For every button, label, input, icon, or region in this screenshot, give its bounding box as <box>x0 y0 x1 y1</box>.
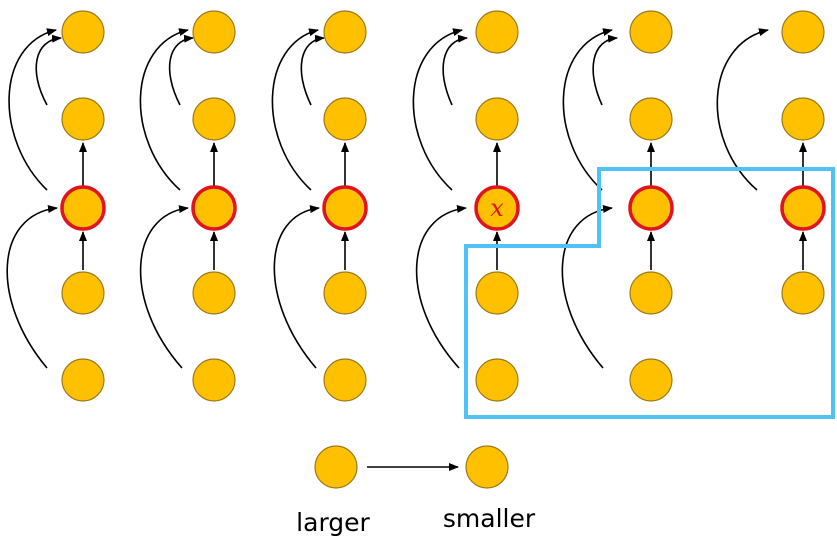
node <box>629 10 673 54</box>
curved-arrow <box>6 205 58 369</box>
curved-arrow <box>561 205 613 369</box>
curved-arrow <box>35 34 62 106</box>
curved-arrow <box>139 28 189 191</box>
curved-arrow <box>273 205 320 369</box>
curved-arrow <box>271 28 319 191</box>
marked-node-label: x <box>490 194 504 222</box>
highlighted-node <box>60 185 106 231</box>
node <box>629 271 673 315</box>
node <box>323 271 367 315</box>
node <box>61 271 105 315</box>
node <box>781 10 825 54</box>
node <box>781 97 825 141</box>
highlighted-node <box>628 185 674 231</box>
curved-arrow <box>415 205 467 369</box>
legend-caption-smaller: smaller <box>443 504 536 533</box>
legend-node-smaller <box>465 445 509 489</box>
curved-arrow <box>442 34 468 106</box>
node <box>475 97 519 141</box>
highlighted-node <box>191 185 237 231</box>
curved-arrow <box>562 28 613 191</box>
node <box>323 358 367 402</box>
highlighted-node <box>474 185 520 231</box>
curved-arrow <box>592 34 618 106</box>
curved-arrows <box>6 28 769 369</box>
legend: larger smaller <box>296 445 536 536</box>
vertical-arrows <box>79 142 807 270</box>
curved-arrow <box>168 34 194 106</box>
node <box>323 97 367 141</box>
legend-node-larger <box>314 445 358 489</box>
node <box>61 10 105 54</box>
node <box>192 10 236 54</box>
highlighted-node <box>322 185 368 231</box>
node <box>323 10 367 54</box>
curved-arrow <box>716 28 769 191</box>
node <box>61 97 105 141</box>
curved-arrow <box>139 205 189 369</box>
node <box>475 358 519 402</box>
nodes <box>61 10 825 402</box>
node <box>629 97 673 141</box>
curved-arrow <box>8 28 57 191</box>
node <box>629 358 673 402</box>
curved-arrow <box>412 28 463 191</box>
node <box>192 271 236 315</box>
highlighted-node <box>780 185 826 231</box>
node <box>61 358 105 402</box>
highlighted-nodes <box>60 185 826 231</box>
node <box>192 97 236 141</box>
curved-arrow <box>300 34 325 106</box>
node <box>781 271 825 315</box>
node <box>475 10 519 54</box>
node <box>192 358 236 402</box>
highlight-region <box>464 167 835 419</box>
node <box>475 271 519 315</box>
legend-caption-larger: larger <box>296 508 370 536</box>
